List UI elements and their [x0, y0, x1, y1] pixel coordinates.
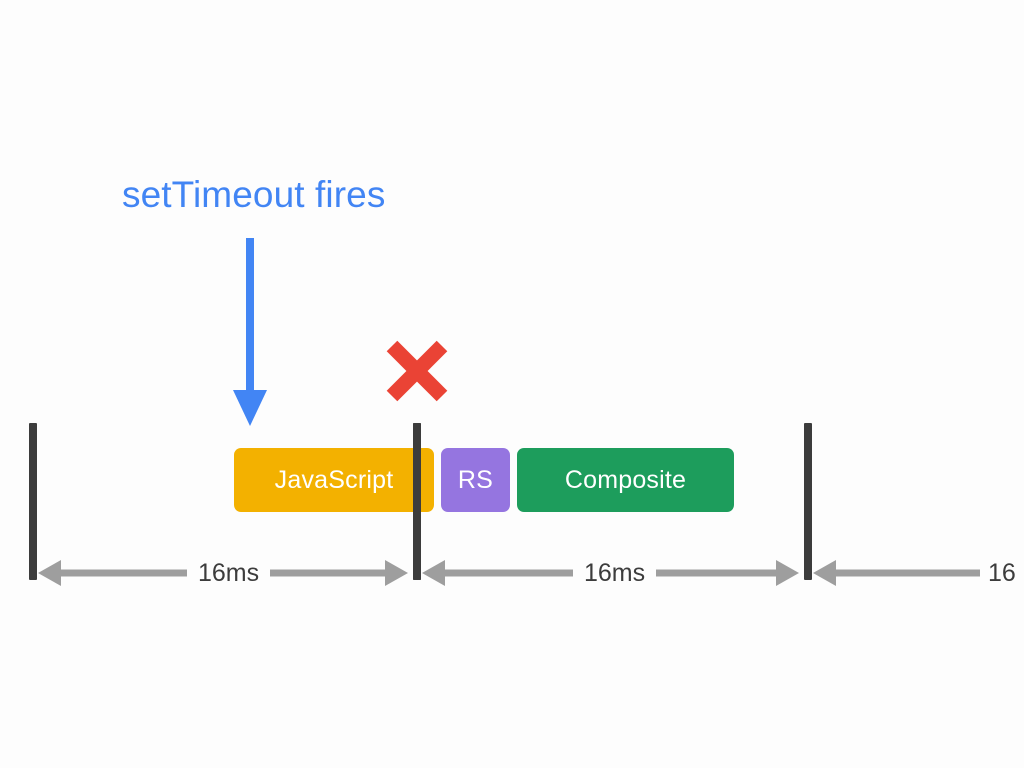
left-arrow-icon — [813, 560, 980, 586]
frame-duration-measure-2: 16ms — [421, 556, 800, 590]
frame-duration-measure-1: 16ms — [37, 556, 409, 590]
recalculate-style-bar-label: RS — [457, 465, 494, 494]
frame-boundary-tick-2-overlay — [413, 423, 421, 580]
frame-duration-measure-3 — [812, 556, 980, 590]
javascript-bar-label: JavaScript — [274, 465, 394, 494]
composite-bar[interactable]: Composite — [517, 448, 734, 512]
red-x-icon — [383, 337, 451, 405]
javascript-bar[interactable]: JavaScript — [234, 448, 434, 512]
recalculate-style-bar[interactable]: RS — [441, 448, 510, 512]
frame-boundary-tick-1 — [29, 423, 37, 580]
composite-bar-label: Composite — [564, 465, 687, 494]
frame-duration-label-3: 16 — [988, 559, 1016, 587]
frame-boundary-tick-3 — [804, 423, 812, 580]
frame-duration-label-2: 16ms — [573, 556, 657, 590]
settimeout-annotation-label: setTimeout fires — [122, 174, 386, 215]
frame-duration-label-1: 16ms — [187, 556, 271, 590]
down-arrow-icon — [228, 238, 272, 428]
